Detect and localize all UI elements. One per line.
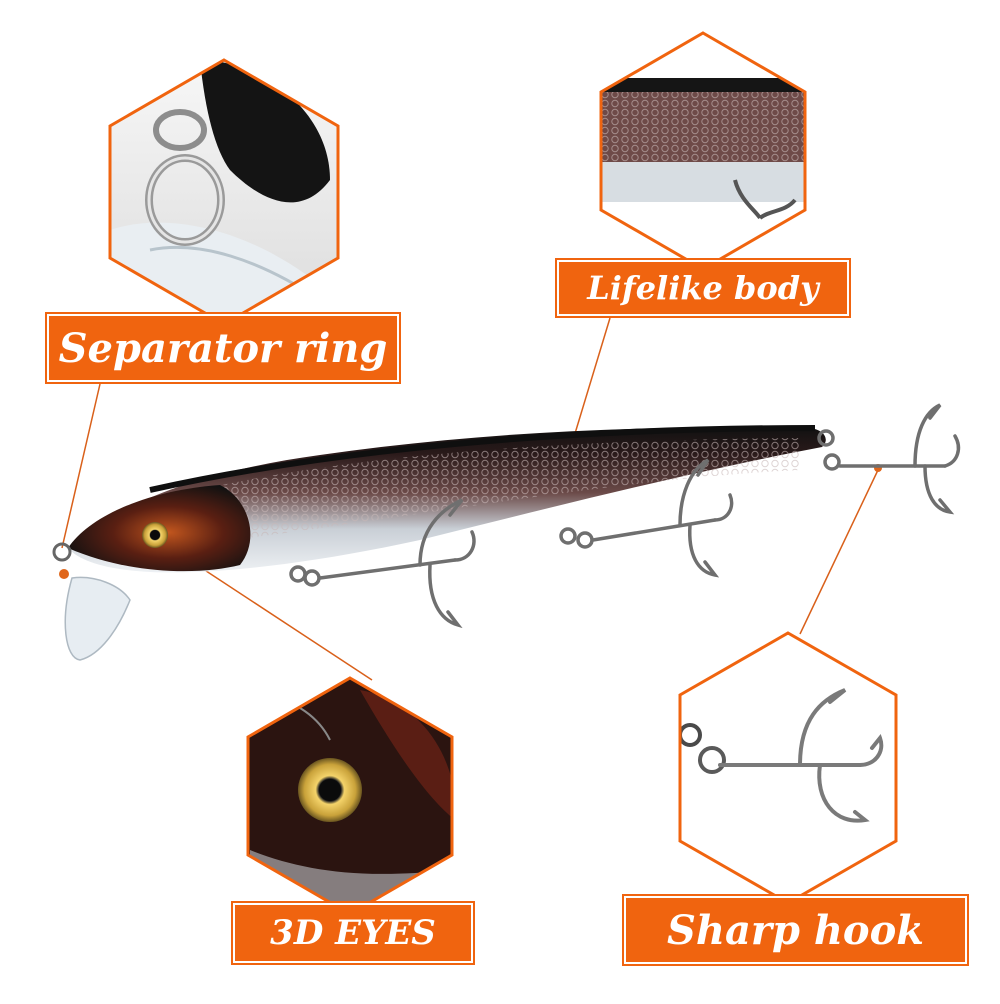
eyes-label: 3D EYES	[233, 903, 473, 963]
fishing-lure-icon	[52, 425, 826, 661]
hook-closeup	[678, 631, 898, 905]
treble-hook-icon	[289, 403, 961, 629]
separator-ring-closeup	[108, 58, 340, 326]
split-ring-icon	[145, 109, 225, 246]
separator-ring-label: Separator ring	[47, 314, 399, 382]
eye-closeup	[246, 676, 454, 916]
lifelike-body-label: Lifelike body	[557, 260, 849, 316]
sharp-hook-label: Sharp hook	[624, 896, 967, 964]
lifelike-body-closeup	[599, 31, 807, 271]
